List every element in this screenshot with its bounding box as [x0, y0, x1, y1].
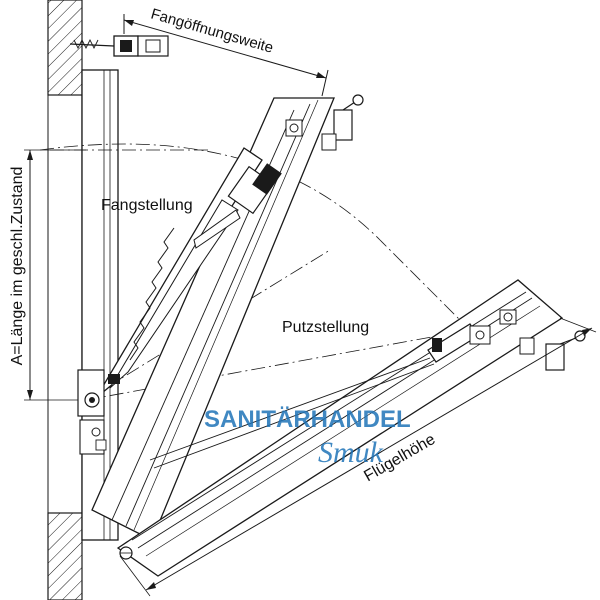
- sash-height-dimension: [119, 317, 597, 597]
- cleaning-position-label: Putzstellung: [282, 319, 369, 336]
- stay-arm-cleaning: [149, 323, 491, 469]
- construction-lines: [39, 143, 471, 401]
- stay-arm-assembly: [95, 147, 282, 399]
- wall-section: [47, 0, 83, 600]
- catch-position-label: Fangstellung: [101, 197, 193, 214]
- length-dimension: [24, 149, 86, 401]
- bottom-pivot-marker: [119, 546, 133, 560]
- lower-pivot-hardware: [77, 369, 107, 455]
- lower-hinge-knob: [519, 330, 586, 371]
- opening-width-dimension: [123, 14, 329, 97]
- watermark-logo: SANITÄRHANDEL Smuk: [204, 406, 411, 469]
- watermark-line1: SANITÄRHANDEL: [204, 406, 411, 433]
- length-closed-state-label: A=Länge im geschl.Zustand: [9, 167, 26, 366]
- window-frame: [81, 69, 119, 541]
- upper-hinge-knob: [321, 94, 364, 151]
- top-mounting-bracket: [69, 35, 169, 57]
- watermark-line2: Smuk: [318, 436, 384, 469]
